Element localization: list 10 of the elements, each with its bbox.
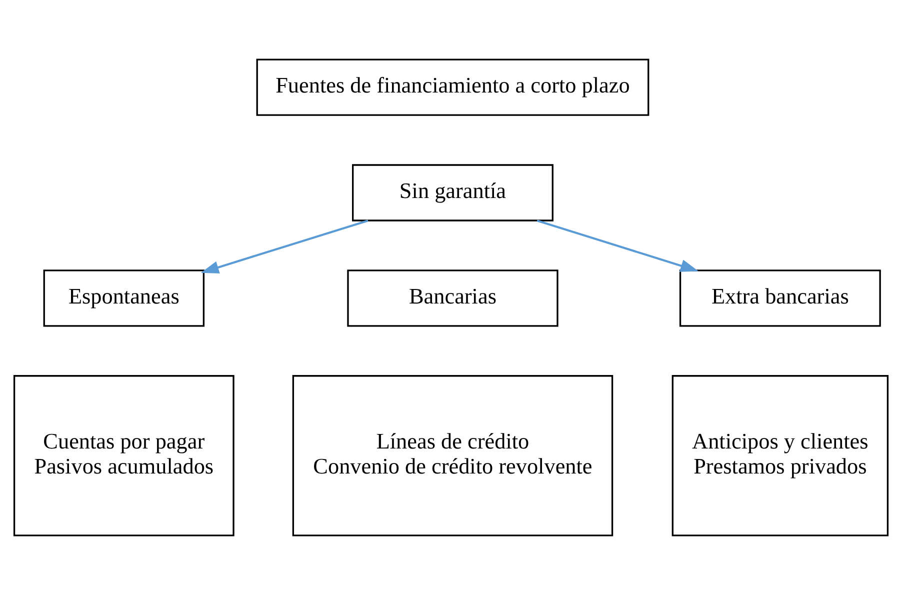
node-box: Sin garantía [352, 164, 554, 222]
node-box: Fuentes de financiamiento a corto plazo [256, 58, 650, 116]
node-box: Bancarias [347, 270, 558, 327]
node-box: Extra bancarias [679, 270, 881, 327]
node-box: Espontaneas [43, 270, 205, 327]
node-box: Anticipos y clientes Prestamos privados [672, 375, 889, 536]
node-box: Cuentas por pagar Pasivos acumulados [13, 375, 234, 536]
arrow [200, 220, 368, 274]
node-box: Líneas de crédito Convenio de crédito revolvente [292, 375, 614, 536]
arrow [536, 220, 699, 272]
